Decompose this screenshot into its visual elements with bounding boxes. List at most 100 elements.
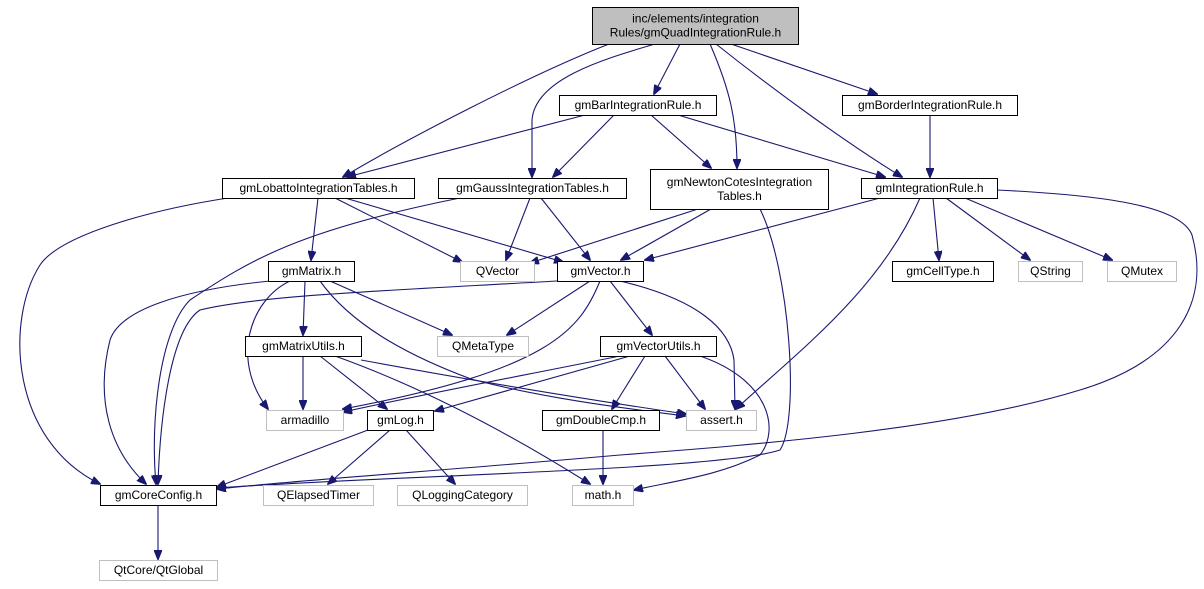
edge-gauss-to-vector	[540, 197, 590, 260]
edge-matrix-to-qmetatype	[329, 280, 452, 335]
node-label-newton-line2: Tables.h	[717, 189, 762, 203]
node-label-root-line2: Rules/gmQuadIntegrationRule.h	[610, 26, 781, 40]
node-label-coreconfig: gmCoreConfig.h	[115, 488, 202, 502]
edge-log-to-qlogging	[405, 429, 455, 484]
node-box-root	[592, 7, 799, 45]
node-box-qstring	[1018, 261, 1083, 282]
edge-matrix-to-assert	[319, 280, 685, 416]
node-label-qtglobal: QtCore/QtGlobal	[114, 563, 203, 577]
edge-vector-to-armadillo	[343, 280, 601, 409]
edge-intrule-to-qmutex	[964, 197, 1112, 260]
node-box-bar	[559, 95, 717, 116]
node-label-bar: gmBarIntegrationRule.h	[575, 98, 702, 112]
node-box-math	[572, 485, 634, 506]
node-box-lobatto	[222, 178, 415, 199]
node-coreconfig[interactable]: gmCoreConfig.h	[100, 485, 217, 506]
node-label-qmetatype: QMetaType	[452, 339, 514, 353]
node-label-qmutex: QMutex	[1121, 264, 1163, 278]
node-vector[interactable]: gmVector.h	[557, 261, 644, 282]
edge-newton-to-coreconfig	[217, 208, 791, 488]
edge-intrule-to-qstring	[945, 197, 1030, 260]
edge-log-to-coreconfig	[217, 429, 369, 487]
node-math: math.h	[572, 485, 634, 506]
node-root[interactable]: inc/elements/integrationRules/gmQuadInte…	[592, 7, 799, 45]
node-box-matrix	[268, 261, 355, 282]
edge-gauss-to-coreconfig	[154, 197, 461, 484]
edge-matrix-to-coreconfig	[103, 280, 271, 484]
node-qmutex: QMutex	[1107, 261, 1177, 282]
edge-root-to-newton	[709, 43, 737, 168]
node-box-intrule	[861, 178, 998, 199]
edge-root-to-border	[730, 43, 877, 94]
node-box-vectorutils	[600, 336, 717, 357]
node-log[interactable]: gmLog.h	[367, 410, 434, 431]
node-box-border	[842, 95, 1018, 116]
edge-gauss-to-qvector	[506, 197, 531, 260]
node-label-matrix: gmMatrix.h	[282, 264, 341, 278]
node-box-qvector	[460, 261, 535, 282]
edge-lobatto-to-vector	[344, 197, 563, 262]
edge-matrixutils-to-math	[334, 355, 590, 484]
node-box-qelapsed	[263, 485, 374, 506]
node-label-qlogging: QLoggingCategory	[412, 488, 513, 502]
node-box-doublecmp	[542, 410, 660, 431]
edge-vectorutils-to-assert	[664, 355, 705, 409]
node-armadillo: armadillo	[266, 410, 344, 431]
node-label-math: math.h	[585, 488, 622, 502]
edge-bar-to-gauss	[553, 114, 615, 177]
node-bar[interactable]: gmBarIntegrationRule.h	[559, 95, 717, 116]
node-lobatto[interactable]: gmLobattoIntegrationTables.h	[222, 178, 415, 199]
node-vectorutils[interactable]: gmVectorUtils.h	[600, 336, 717, 357]
edge-newton-to-qvector	[530, 208, 699, 263]
edge-root-to-lobatto	[343, 43, 610, 177]
edge-vector-to-assert	[619, 280, 735, 409]
node-label-assert: assert.h	[700, 413, 743, 427]
node-box-qmetatype	[437, 336, 529, 357]
edge-bar-to-newton	[650, 114, 711, 168]
node-qelapsed: QElapsedTimer	[263, 485, 374, 506]
node-box-qmutex	[1107, 261, 1177, 282]
edge-lobatto-to-matrix	[311, 197, 319, 260]
edge-intrule-to-celltype	[932, 197, 939, 260]
edge-vector-to-vectorutils	[609, 280, 652, 335]
edge-vectorutils-to-armadillo	[343, 355, 621, 412]
node-label-celltype: gmCellType.h	[906, 264, 979, 278]
edge-bar-to-lobatto	[347, 114, 586, 177]
edge-root-to-intrule	[715, 43, 902, 177]
node-box-newton	[650, 169, 829, 210]
edge-root-to-bar	[654, 43, 681, 94]
edge-vectorutils-to-log	[435, 355, 631, 411]
edges-layer	[19, 43, 1198, 559]
nodes-layer: inc/elements/integrationRules/gmQuadInte…	[99, 7, 1177, 581]
node-label-intrule: gmIntegrationRule.h	[875, 181, 983, 195]
node-label-matrixutils: gmMatrixUtils.h	[262, 339, 345, 353]
node-box-assert	[686, 410, 757, 431]
node-doublecmp[interactable]: gmDoubleCmp.h	[542, 410, 660, 431]
node-border[interactable]: gmBorderIntegrationRule.h	[842, 95, 1018, 116]
node-qvector: QVector	[460, 261, 535, 282]
node-box-qlogging	[397, 485, 528, 506]
node-box-matrixutils	[245, 336, 362, 357]
node-assert: assert.h	[686, 410, 757, 431]
node-intrule[interactable]: gmIntegrationRule.h	[861, 178, 998, 199]
edge-lobatto-to-qvector	[334, 197, 462, 262]
edge-intrule-to-assert	[736, 197, 921, 409]
node-matrixutils[interactable]: gmMatrixUtils.h	[245, 336, 362, 357]
node-celltype[interactable]: gmCellType.h	[892, 261, 994, 282]
node-gauss[interactable]: gmGaussIntegrationTables.h	[438, 178, 627, 199]
edge-matrixutils-to-log	[319, 355, 387, 409]
node-qstring: QString	[1018, 261, 1083, 282]
node-box-armadillo	[266, 410, 344, 431]
edge-intrule-to-coreconfig	[217, 189, 1198, 489]
edge-matrixutils-to-assert	[360, 359, 686, 414]
node-label-log: gmLog.h	[377, 413, 424, 427]
node-label-qstring: QString	[1030, 264, 1071, 278]
node-qlogging: QLoggingCategory	[397, 485, 528, 506]
edge-vector-to-qmetatype	[507, 280, 591, 335]
node-label-qvector: QVector	[476, 264, 519, 278]
edge-vector-to-coreconfig	[158, 280, 558, 484]
node-qmetatype: QMetaType	[437, 336, 529, 357]
node-matrix[interactable]: gmMatrix.h	[268, 261, 355, 282]
node-box-qtglobal	[99, 560, 218, 581]
